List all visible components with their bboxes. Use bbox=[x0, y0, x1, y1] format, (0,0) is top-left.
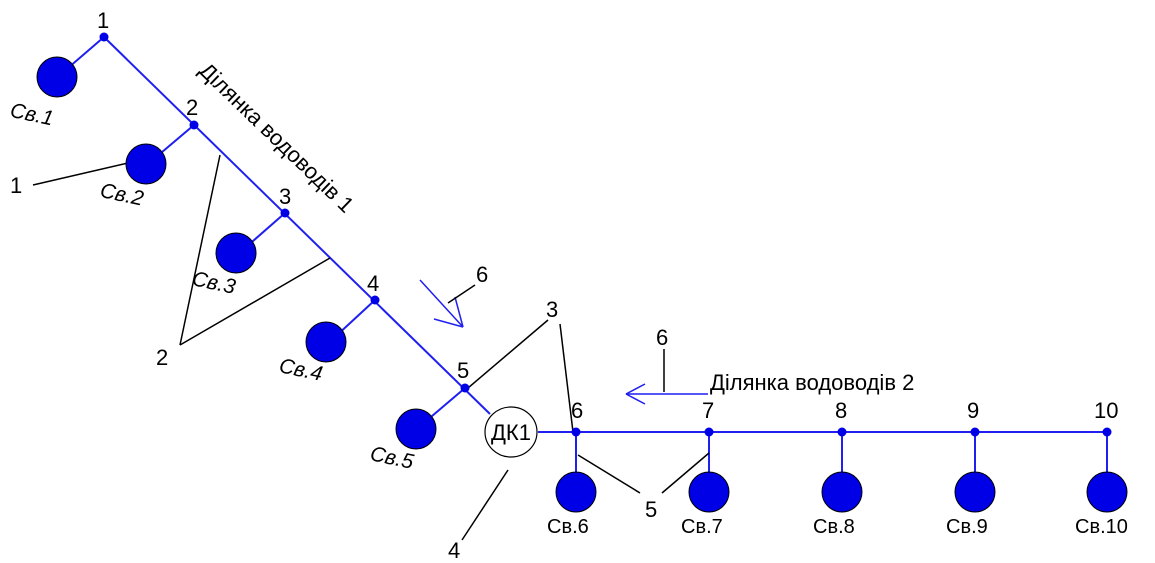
well-label-10: Св.10 bbox=[1075, 516, 1128, 538]
node-label-9: 9 bbox=[967, 398, 979, 423]
node-1 bbox=[99, 32, 109, 42]
node-label-10: 10 bbox=[1094, 398, 1118, 423]
well-label-7: Св.7 bbox=[681, 516, 723, 538]
branch-well-1 bbox=[67, 36, 105, 69]
node-label-3: 3 bbox=[279, 184, 291, 209]
node-labels: 1 2 3 4 5 6 7 8 9 10 bbox=[97, 8, 1118, 423]
well-5 bbox=[395, 408, 437, 450]
well-6 bbox=[555, 471, 597, 513]
wells bbox=[36, 56, 1128, 513]
callout-5: 5 bbox=[645, 497, 657, 522]
well-1 bbox=[36, 56, 78, 98]
callout-6-lower: 6 bbox=[656, 325, 668, 350]
callout-leaders bbox=[32, 154, 710, 541]
junction-nodes bbox=[99, 32, 1112, 437]
well-label-9: Св.9 bbox=[946, 516, 988, 538]
node-label-6: 6 bbox=[571, 398, 583, 423]
well-2 bbox=[125, 143, 167, 185]
node-label-7: 7 bbox=[702, 398, 714, 423]
well-4 bbox=[305, 321, 347, 363]
well-label-8: Св.8 bbox=[813, 516, 855, 538]
node-label-4: 4 bbox=[367, 271, 379, 296]
flow-arrow-section-1 bbox=[419, 279, 464, 328]
collector-label: ДК1 bbox=[491, 420, 531, 445]
collector-dk1: ДК1 bbox=[484, 406, 538, 458]
callout-4: 4 bbox=[448, 538, 460, 563]
node-8 bbox=[837, 427, 847, 437]
section-1-pipeline bbox=[67, 36, 491, 423]
node-10 bbox=[1102, 427, 1112, 437]
callout-3: 3 bbox=[546, 297, 558, 322]
well-label-1: Св.1 bbox=[8, 99, 55, 131]
well-8 bbox=[821, 471, 863, 513]
well-10 bbox=[1086, 471, 1128, 513]
node-3 bbox=[280, 208, 290, 218]
well-label-2: Св.2 bbox=[98, 179, 146, 211]
node-7 bbox=[704, 427, 714, 437]
well-3 bbox=[215, 232, 257, 274]
well-7 bbox=[688, 471, 730, 513]
flow-arrow-section-2 bbox=[625, 383, 708, 405]
node-label-8: 8 bbox=[835, 398, 847, 423]
callout-1: 1 bbox=[10, 173, 22, 198]
callout-numbers: 1 2 3 4 5 6 6 bbox=[10, 173, 668, 563]
well-9 bbox=[954, 471, 996, 513]
callout-6-upper: 6 bbox=[476, 262, 488, 287]
well-label-6: Св.6 bbox=[547, 516, 589, 538]
section-2-label: Ділянка водоводів 2 bbox=[710, 370, 914, 395]
node-label-5: 5 bbox=[457, 358, 469, 383]
callout-2: 2 bbox=[156, 345, 168, 370]
section-2-pipeline bbox=[538, 431, 1108, 478]
node-4 bbox=[370, 295, 380, 305]
node-label-2: 2 bbox=[186, 95, 198, 120]
node-9 bbox=[970, 427, 980, 437]
node-6 bbox=[571, 427, 581, 437]
node-5 bbox=[460, 383, 470, 393]
node-2 bbox=[189, 120, 199, 130]
main-pipe-1 bbox=[103, 36, 491, 415]
node-label-1: 1 bbox=[97, 8, 109, 33]
section-1-label: Ділянка водоводів 1 bbox=[195, 58, 359, 218]
well-labels: Св.1 Св.2 Св.3 Св.4 Св.5 Св.6 Св.7 Св.8 … bbox=[8, 99, 1128, 538]
